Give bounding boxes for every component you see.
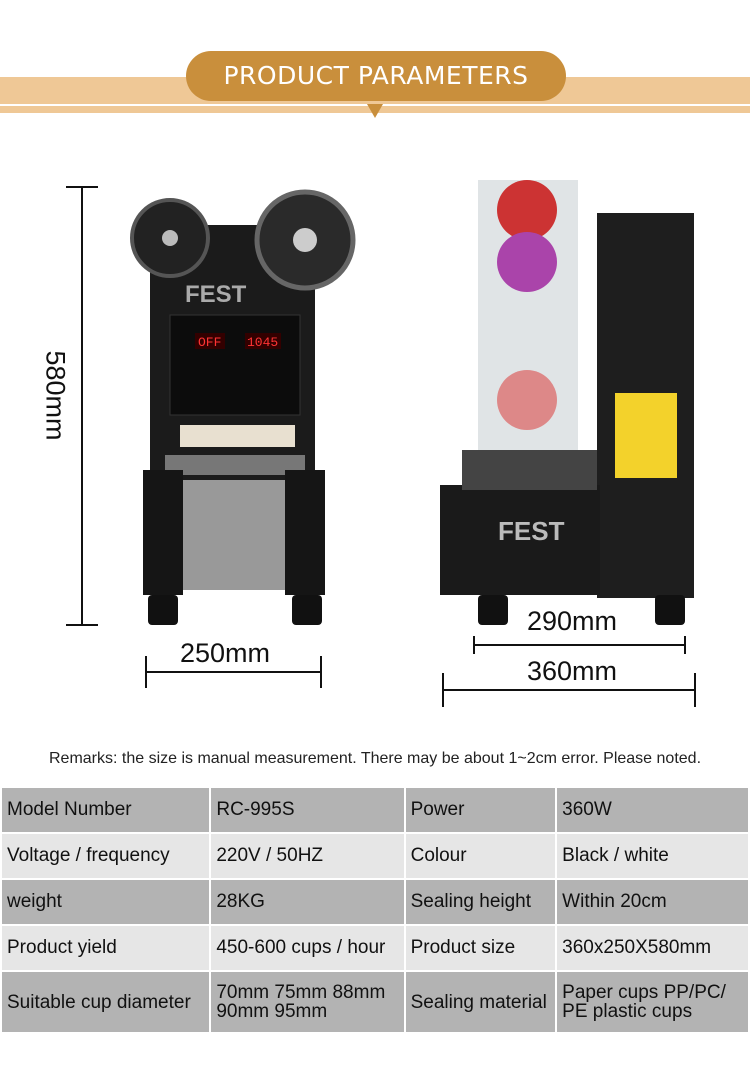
height-label: 580mm (40, 350, 71, 441)
spec-value: Within 20cm (555, 878, 750, 926)
spec-value: 28KG (209, 878, 406, 926)
pointer-triangle (367, 104, 383, 118)
display-left: OFF (198, 335, 221, 350)
spec-value: 360x250X580mm (555, 924, 750, 972)
inner-depth-dimension-line (473, 636, 686, 654)
machine-illustrations: FEST OFF 1045 FEST (66, 180, 696, 707)
display-right: 1045 (247, 335, 278, 350)
side-brand-logo: FEST (498, 516, 565, 546)
front-width-label: 250mm (180, 638, 271, 668)
outer-depth-label: 360mm (527, 656, 618, 686)
side-machine-image (440, 180, 694, 625)
remarks-text: Remarks: the size is manual measurement.… (48, 750, 702, 767)
spec-value: RC-995S (209, 786, 406, 834)
spec-label: Sealing height (403, 878, 558, 926)
spec-value: Black / white (555, 832, 750, 880)
spec-value: 450-600 cups / hour (209, 924, 406, 972)
front-machine-image (130, 189, 356, 625)
spec-label: Suitable cup diameter (0, 970, 212, 1034)
section-title: PRODUCT PARAMETERS (186, 51, 566, 101)
outer-depth-dimension-line (442, 673, 696, 707)
inner-depth-label: 290mm (527, 606, 618, 636)
spec-label: Voltage / frequency (0, 832, 212, 880)
spec-label: Colour (403, 832, 558, 880)
front-width-dimension-line (145, 656, 322, 688)
spec-label: Model Number (0, 786, 212, 834)
spec-value: 360W (555, 786, 750, 834)
spec-label: Sealing material (403, 970, 558, 1034)
spec-value: 220V / 50HZ (209, 832, 406, 880)
spec-value: Paper cups PP/PC/ PE plastic cups (555, 970, 750, 1034)
spec-label: Product yield (0, 924, 212, 972)
height-dimension-line (66, 186, 98, 626)
spec-label: weight (0, 878, 212, 926)
spec-value: 70mm 75mm 88mm 90mm 95mm (209, 970, 406, 1034)
spec-label: Power (403, 786, 558, 834)
front-brand-logo: FEST (185, 281, 247, 308)
spec-label: Product size (403, 924, 558, 972)
